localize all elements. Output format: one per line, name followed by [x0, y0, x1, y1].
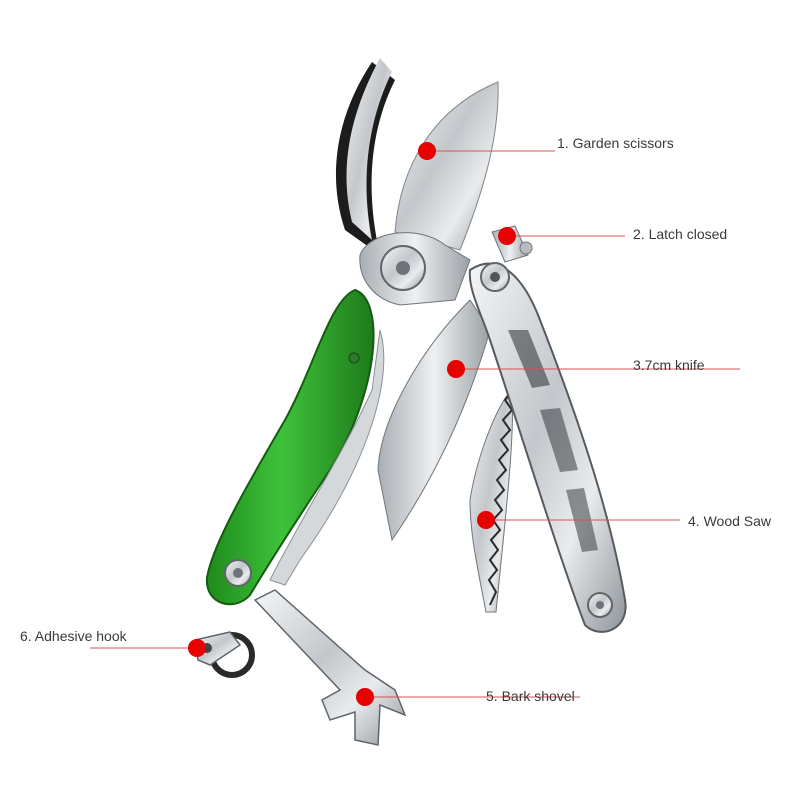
callout-label-garden-scissors: 1. Garden scissors: [557, 135, 674, 151]
callout-dot-5: [356, 688, 374, 706]
green-handle: [205, 288, 375, 606]
bark-shovel: [253, 589, 407, 746]
callout-dot-3: [447, 360, 465, 378]
callout-label-wood-saw: 4. Wood Saw: [688, 513, 772, 529]
callout-dot-2: [498, 227, 516, 245]
callout-label-latch-closed: 2. Latch closed: [633, 226, 728, 242]
callout-dot-6: [188, 639, 206, 657]
scissor-blade-main: [394, 81, 499, 251]
callout-label-bark-shovel: 5. Bark shovel: [486, 688, 575, 704]
callout-dot-4: [477, 511, 495, 529]
callout-dot-1: [418, 142, 436, 160]
saw-blade: [469, 388, 514, 613]
callout-label-knife: 3.7cm knife: [633, 357, 705, 373]
callout-label-adhesive-hook: 6. Adhesive hook: [20, 628, 127, 644]
